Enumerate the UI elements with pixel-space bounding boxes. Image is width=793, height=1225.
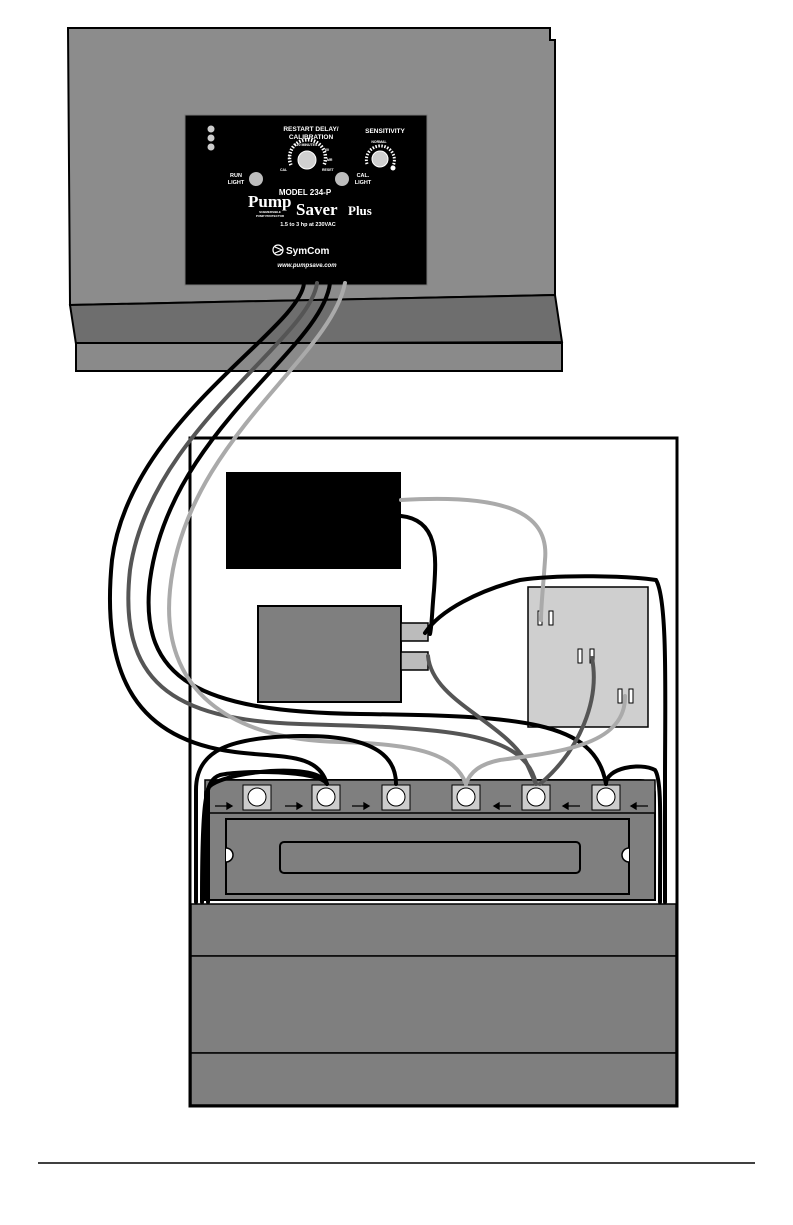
sensitivity-label: SENSITIVITY <box>365 128 405 135</box>
sensitivity-knob[interactable] <box>372 151 388 167</box>
indicator-led-2 <box>208 135 215 142</box>
black-module <box>226 472 401 569</box>
mount-notch-right <box>622 848 629 862</box>
company-label: SymCom <box>286 246 329 257</box>
run-light <box>249 172 263 186</box>
dial-mark-mr: MR <box>327 158 333 162</box>
brand-plus: Plus <box>348 203 372 218</box>
dial-mark-60: 60 <box>325 148 329 152</box>
cal-light-label-line2: LIGHT <box>355 180 372 186</box>
restart-delay-knob[interactable] <box>298 151 316 169</box>
capacitor-tab-bottom <box>401 652 428 670</box>
capacitor-block <box>258 606 401 702</box>
mount-notch-left <box>226 848 233 862</box>
box-lower-panel-3 <box>191 1053 676 1105</box>
run-light-label-line1: RUN <box>230 173 242 179</box>
indicator-led-3 <box>208 144 215 151</box>
indicator-led-1 <box>208 126 215 133</box>
box-lower-panel-2 <box>191 956 676 1053</box>
dial-mark-reset: RESET <box>322 168 335 172</box>
small-subtitle-line2: PUMP PROTECTOR <box>256 214 285 218</box>
cal-light <box>335 172 349 186</box>
run-light-label-line2: LIGHT <box>228 180 245 186</box>
rating-label: 1.5 to 3 hp at 230VAC <box>280 222 336 228</box>
faceplate: RESTART DELAY/ CALIBRATION 120 MINUTES 2… <box>185 115 427 285</box>
terminal-strip-bar <box>205 780 655 813</box>
restart-delay-label: RESTART DELAY/ <box>283 126 338 133</box>
dial-mark-cal: CAL <box>280 168 288 172</box>
cal-light-label-line1: CAL. <box>357 173 370 179</box>
brand-pump: Pump <box>248 192 291 211</box>
housing-base-strip <box>76 343 562 371</box>
sensitivity-pointer <box>391 166 396 171</box>
box-lower-panel-1 <box>191 904 676 956</box>
terminal-label-slot <box>280 842 580 873</box>
dial-mark-2: 2 <box>288 156 290 160</box>
brand-saver: Saver <box>296 200 338 219</box>
normal-label: NORMAL <box>371 140 387 144</box>
website-label: www.pumpsave.com <box>277 263 337 269</box>
